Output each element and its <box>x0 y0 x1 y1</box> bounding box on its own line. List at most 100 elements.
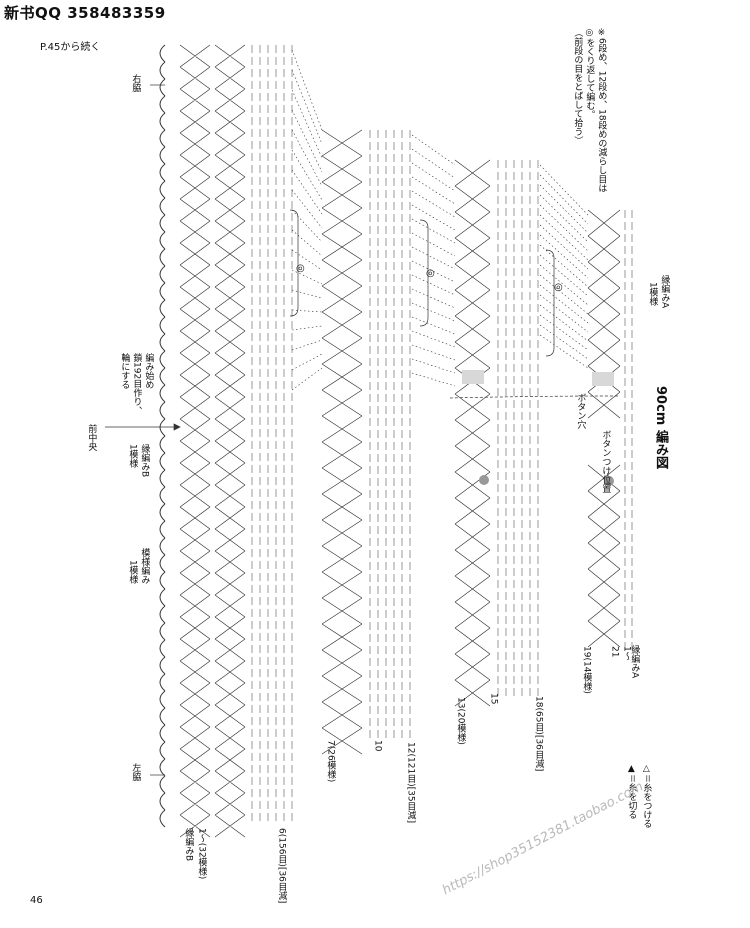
stitch-block-3 <box>497 160 539 696</box>
connector-a-3 <box>291 109 323 173</box>
button-hole-band <box>449 395 621 399</box>
connector-c-3 <box>539 194 589 243</box>
label-start-1: 編み始め <box>143 353 154 389</box>
connector-b-16 <box>411 358 456 374</box>
front-center-arrow-icon <box>173 423 181 431</box>
connector-c-9 <box>539 254 589 297</box>
connector-b-1 <box>411 148 456 179</box>
cross-band-4 <box>454 159 491 707</box>
connector-c-12 <box>539 284 589 324</box>
connector-c-10 <box>539 264 589 306</box>
legend-attach: △＝糸をつける <box>641 764 652 829</box>
connector-c-2 <box>539 184 589 234</box>
stitch-block-4 <box>624 210 633 650</box>
connector-b-4 <box>411 190 456 218</box>
connector-b-5 <box>411 204 456 231</box>
chart-title: 90cm 編み図 <box>653 386 668 469</box>
connector-a-16 <box>291 353 323 371</box>
label-row-18: 18(65目)[36目減] <box>533 696 544 772</box>
page-number: 46 <box>30 895 43 906</box>
note-line-1: ※6段め、12段め、18段めの減らし目は <box>596 28 607 193</box>
label-row-12: 12(121目)[35目減] <box>405 742 416 824</box>
connector-a-12 <box>291 289 323 299</box>
label-row-6: 6(156目)[36目減] <box>276 828 287 904</box>
legend-cut: ▲＝糸を切る <box>626 764 637 820</box>
connector-a-4 <box>291 129 323 187</box>
connector-b-17 <box>411 372 456 387</box>
connector-a-6 <box>291 169 323 215</box>
connector-c-1 <box>539 174 589 225</box>
label-row-19: 19(14模様) <box>581 646 592 694</box>
connector-b-2 <box>411 162 456 192</box>
connector-a-11 <box>291 269 323 285</box>
connector-b-3 <box>411 176 456 205</box>
marker-dot-1 <box>479 475 489 485</box>
connector-a-5 <box>291 149 323 201</box>
connector-a-13 <box>291 309 323 313</box>
connector-c-6 <box>539 224 589 270</box>
bracket-1 <box>289 209 299 317</box>
label-edge-a-top: 縁編みA <box>659 275 670 309</box>
label-row-15: 15 <box>488 693 499 705</box>
connector-c-14 <box>539 304 589 342</box>
label-button-position: ボタンつけ位置 <box>600 430 611 493</box>
label-edge-a-bottom: 縁編みA <box>629 645 640 679</box>
shaded-block-1 <box>462 370 484 384</box>
stitch-block-1 <box>251 45 293 821</box>
label-right-side: 右脇 <box>130 74 141 92</box>
connector-b-15 <box>411 344 456 361</box>
connector-a-0 <box>291 49 323 131</box>
connector-b-8 <box>411 246 456 270</box>
connector-a-17 <box>291 367 323 391</box>
label-edge-b-repeat: 1模様 <box>127 444 138 468</box>
note-line-3: （前段の目をとばして拾う） <box>572 28 583 145</box>
connector-c-0 <box>539 164 589 216</box>
label-pattern-repeat: 1模様 <box>127 560 138 584</box>
connector-c-5 <box>539 214 589 261</box>
connector-a-1 <box>291 69 323 145</box>
connector-c-11 <box>539 274 589 315</box>
label-row-10: 10 <box>372 740 383 752</box>
label-pattern: 模様編み <box>139 548 150 584</box>
bracket-2 <box>419 219 429 327</box>
connector-a-15 <box>291 339 323 351</box>
connector-c-13 <box>539 294 589 333</box>
connector-b-7 <box>411 232 456 257</box>
connector-b-12 <box>411 302 456 322</box>
cross-band-1 <box>179 44 211 838</box>
label-start-2: 鎖192目作り、 <box>131 353 142 416</box>
symbol-circle-1: ◎ <box>296 263 305 274</box>
bracket-3 <box>545 249 555 357</box>
label-rows-1-32: 1～(32模様) <box>196 828 207 880</box>
connector-b-0 <box>411 134 456 166</box>
connector-a-8 <box>291 209 323 243</box>
label-row-13: 13(20模様) <box>455 697 466 745</box>
label-edge-a-top-repeat: 1模様 <box>647 282 658 306</box>
connector-b-13 <box>411 316 456 335</box>
edge-b-scallops <box>159 44 166 828</box>
cross-band-3 <box>321 129 363 755</box>
connector-c-17 <box>539 334 589 369</box>
label-start-3: 輪にする <box>119 353 130 389</box>
connector-a-2 <box>291 89 323 159</box>
connector-b-6 <box>411 218 456 244</box>
connector-c-4 <box>539 204 589 252</box>
cross-band-6 <box>587 464 621 648</box>
label-button-hole: ボタン穴 <box>575 393 586 429</box>
label-edge-b: 縁編みB <box>139 444 150 478</box>
marker-dot-2 <box>604 476 614 486</box>
note-line-2: ◎をくり返して編む。 <box>584 28 595 119</box>
connector-a-9 <box>291 229 323 257</box>
shaded-block-2 <box>592 372 614 386</box>
label-front-center: 前中央 <box>86 424 97 451</box>
connector-c-7 <box>539 234 589 279</box>
connector-b-14 <box>411 330 456 348</box>
connector-a-7 <box>291 189 323 229</box>
cross-band-2 <box>214 44 246 838</box>
continued-note: P.45から続く <box>40 42 101 53</box>
connector-c-16 <box>539 324 589 360</box>
connector-c-8 <box>539 244 589 288</box>
cross-band-5 <box>587 209 621 419</box>
connector-a-14 <box>291 325 323 331</box>
